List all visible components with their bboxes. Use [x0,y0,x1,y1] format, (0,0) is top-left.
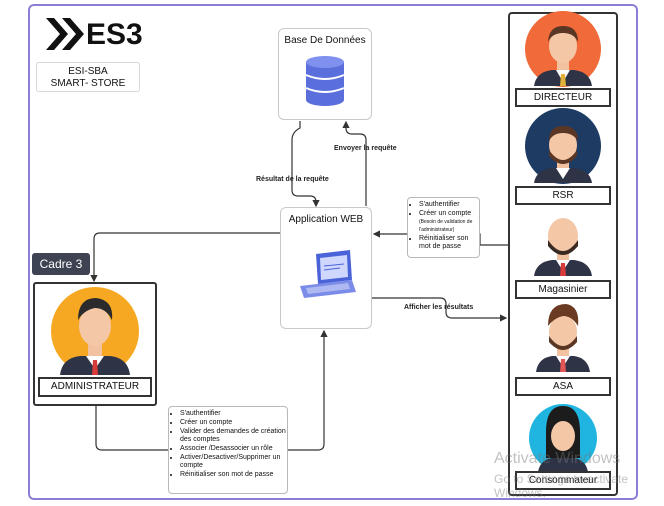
watermark-line2: Go to Settings to activate Windows. [494,472,629,500]
label-show-results: Afficher les résultats [404,304,474,311]
user-actions-box: S'authentifier Créer un compte (Besoin d… [407,197,480,258]
admin-action-3: Valider des demandes de création des com… [180,428,287,444]
logo-chevron-2 [62,18,84,50]
role-label-rsr: RSR [515,186,611,205]
avatar-directeur [525,11,601,87]
user-action-1: S'authentifier [419,201,479,209]
admin-action-4: Associer /Desassocier un rôle [180,445,287,453]
logo-chevron-1 [46,18,68,50]
admin-action-2: Créer un compte [180,419,287,427]
admin-label: ADMINISTRATEUR [38,377,152,397]
arrow-send-request [342,120,367,206]
diagram-frame [28,4,638,500]
brand-subtitle-line1: ESI-SBA [68,66,108,77]
user-action-3: Réinitialiser son mot de passe [419,235,479,251]
label-send-request: Envoyer la requête [334,145,397,152]
user-action-2-note: (Besoin de validation de l'administrateu… [419,219,473,233]
cadre-badge: Cadre 3 [32,253,90,275]
admin-action-1: S'authentifier [180,410,287,418]
web-app-title: Application WEB [288,214,364,225]
role-label-consommateur: Consommateur [515,471,611,490]
admin-action-5: Activer/Desactiver/Supprimer un compte [180,454,287,470]
arrow-request-result [291,121,320,208]
avatar-rsr [525,108,601,184]
role-label-magasinier: Magasinier [515,280,611,299]
admin-panel [33,282,157,406]
arrow-app-to-admin [90,232,280,283]
label-request-result: Résultat de la requête [256,176,329,183]
database-title: Base De Données [284,35,366,46]
arrow-show-results [372,297,508,322]
brand-subtitle: ESI-SBA SMART- STORE [36,62,140,92]
brand-subtitle-line2: SMART- STORE [50,78,126,89]
brand-name: ES3 [86,18,143,51]
avatar-magasinier [534,218,592,276]
admin-action-6: Réinitialiser son mot de passe [180,471,287,479]
avatar-asa [536,304,590,372]
role-label-asa: ASA [515,377,611,396]
user-action-2: Créer un compte (Besoin de validation de… [419,210,479,234]
role-label-directeur: DIRECTEUR [515,88,611,107]
avatar-consommateur [529,404,597,472]
watermark-line1: Activate Windows [494,450,621,467]
admin-actions-box: S'authentifier Créer un compte Valider d… [168,406,288,494]
